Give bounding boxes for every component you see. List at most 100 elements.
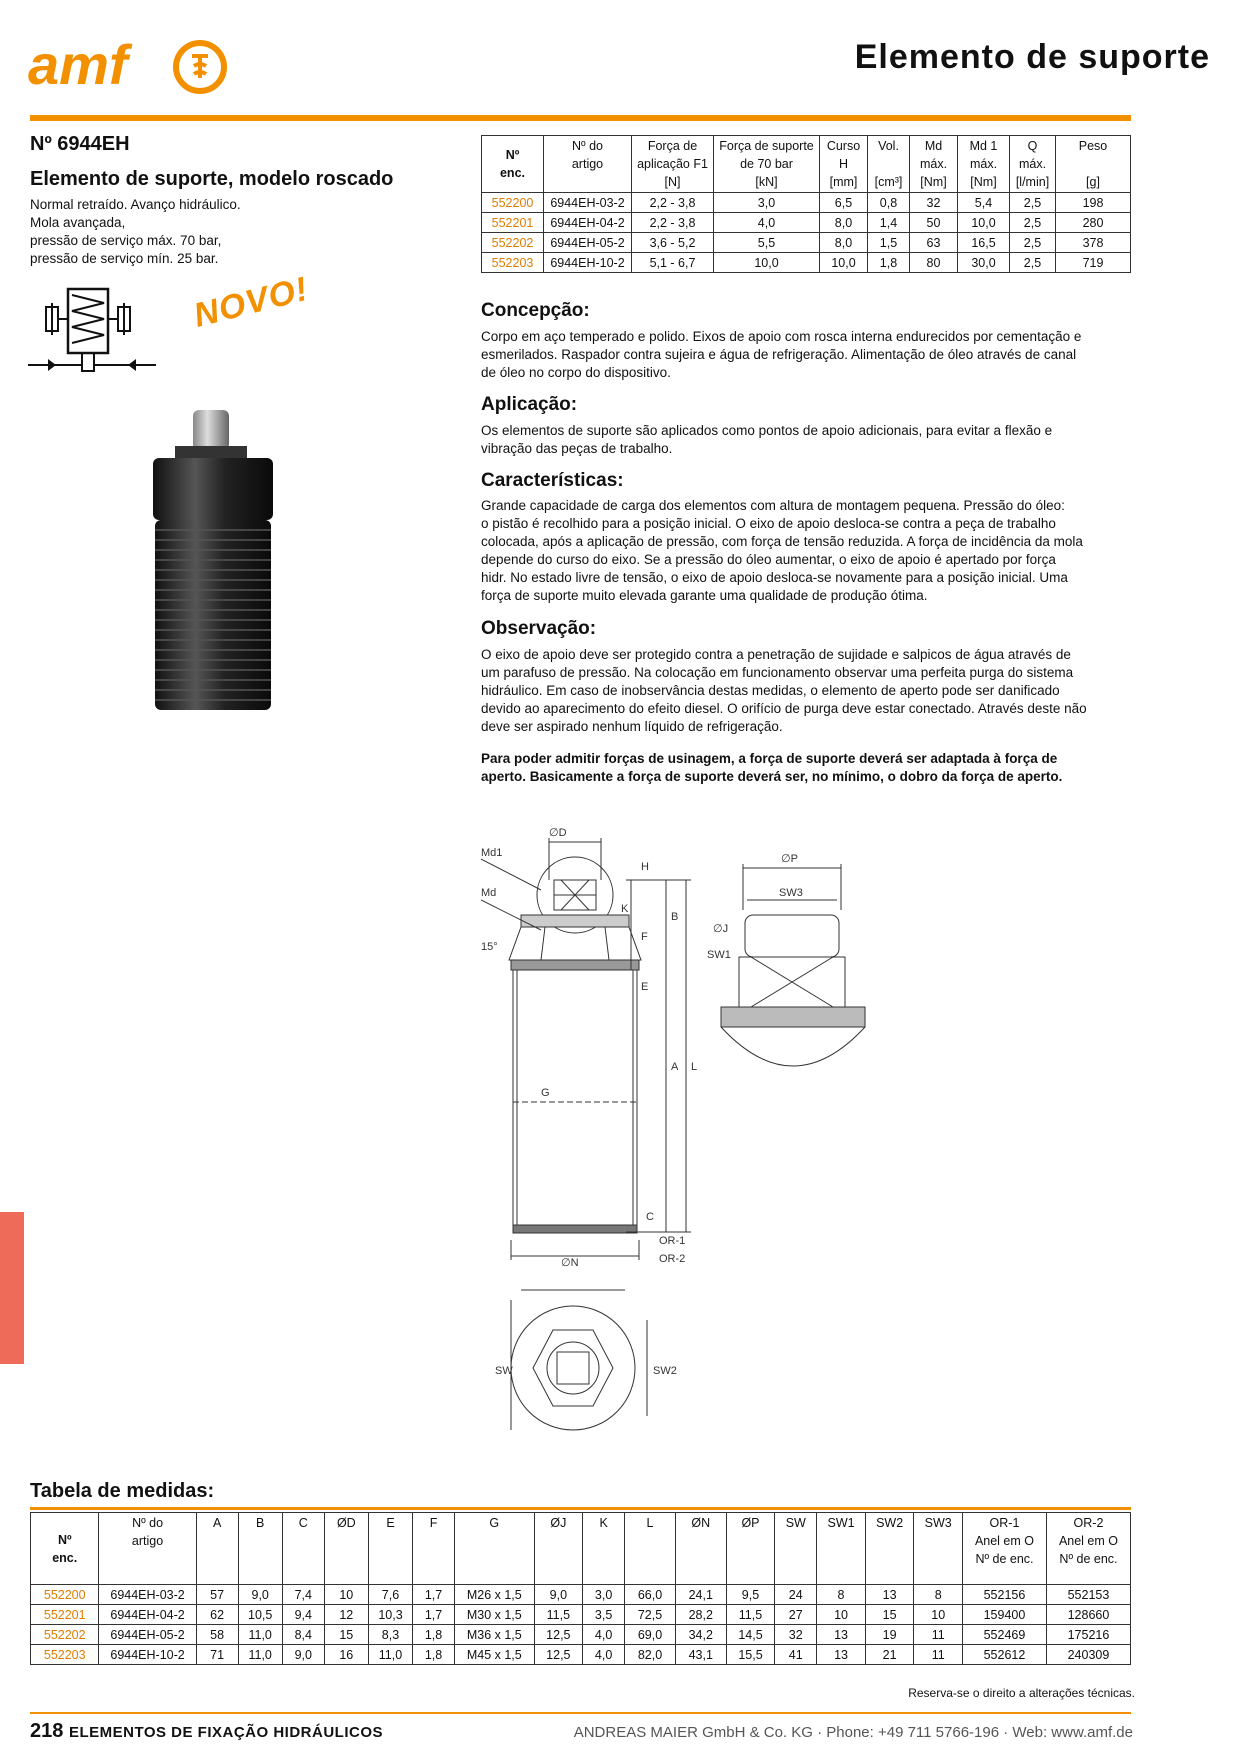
dim-header-cell: F	[412, 1512, 456, 1585]
dim-cell: 28,2	[674, 1604, 727, 1625]
text-line: deve ser aspirado nenhum líquido de refr…	[481, 719, 783, 734]
section-title-caracteristicas: Características:	[481, 470, 624, 491]
header-rule	[30, 115, 1131, 121]
desc-line: pressão de serviço mín. 25 bar.	[30, 251, 219, 266]
spec-cell: 280	[1055, 212, 1131, 233]
spec-cell: 2,2 - 3,8	[631, 192, 714, 213]
dim-cell: 1,7	[412, 1584, 456, 1605]
dim-cell: 15	[864, 1604, 915, 1625]
order-number-cell: 552200	[29, 1584, 100, 1605]
side-tab	[0, 1212, 24, 1364]
dim-cell: 1,8	[412, 1644, 456, 1665]
dim-cell: 57	[195, 1584, 239, 1605]
dim-cell: 10,3	[367, 1604, 414, 1625]
section-text-caracteristicas: Grande capacidade de carga dos elementos…	[481, 497, 1131, 605]
page-number: 218	[30, 1720, 64, 1742]
dim-cell: 62	[195, 1604, 239, 1625]
dim-cell: 1,7	[412, 1604, 456, 1625]
dim-cell: 32	[774, 1624, 818, 1645]
section-title-concepcao: Concepção:	[481, 300, 590, 321]
order-number-cell: 552203	[481, 252, 544, 273]
dim-cell: 34,2	[674, 1624, 727, 1645]
spec-cell: 1,4	[867, 212, 910, 233]
page-title: Elemento de suporte	[854, 38, 1210, 76]
dim-cell: 58	[195, 1624, 239, 1645]
section-title-observacao: Observação:	[481, 618, 597, 639]
dim-cell: 10	[323, 1584, 369, 1605]
dim-cell: 11,0	[237, 1644, 283, 1665]
text-line: aperto. Basicamente a força de suporte d…	[481, 769, 1063, 784]
spec-cell: 2,5	[1009, 232, 1056, 253]
dim-header-cell: ØD	[323, 1512, 369, 1585]
amf-logo: amf	[28, 36, 227, 96]
order-number-cell: 552202	[481, 232, 544, 253]
dim-cell: 4,0	[582, 1624, 626, 1645]
dim-cell: 552612	[962, 1644, 1047, 1665]
dim-cell: 69,0	[624, 1624, 676, 1645]
dim-cell: 7,4	[281, 1584, 325, 1605]
spec-cell: 10,0	[819, 252, 868, 273]
footer-rule	[30, 1712, 1131, 1714]
dim-cell: 14,5	[725, 1624, 776, 1645]
catalog-category: ELEMENTOS DE FIXAÇÃO HIDRÁULICOS	[68, 1724, 384, 1741]
dim-cell: 24	[774, 1584, 818, 1605]
spec-cell: 5,4	[957, 192, 1010, 213]
spec-cell: 50	[909, 212, 958, 233]
section-text-concepcao: Corpo em aço temperado e polido. Eixos d…	[481, 328, 1131, 382]
text-line: o pistão é recolhido para a posição inic…	[481, 516, 1056, 531]
spec-cell: 0,8	[867, 192, 910, 213]
dim-cell: 10	[913, 1604, 964, 1625]
order-number-cell: 552200	[481, 192, 544, 213]
section-text-aplicacao: Os elementos de suporte são aplicados co…	[481, 422, 1131, 458]
dim-cell: 240309	[1045, 1644, 1132, 1665]
section-title-aplicacao: Aplicação:	[481, 394, 578, 415]
text-line: O eixo de apoio deve ser protegido contr…	[481, 647, 1071, 662]
dim-table-rule	[30, 1507, 1131, 1510]
dim-cell: 6944EH-05-2	[98, 1624, 197, 1645]
dim-label: SW1	[707, 949, 731, 961]
dim-label: ∅N	[561, 1257, 579, 1269]
spec-cell: 2,5	[1009, 252, 1056, 273]
dim-cell: 19	[864, 1624, 915, 1645]
order-number-cell: 552201	[481, 212, 544, 233]
text-line: de óleo no corpo do dispositivo.	[481, 365, 671, 380]
spec-cell: 8,0	[819, 232, 868, 253]
spec-cell: 6944EH-03-2	[543, 192, 632, 213]
spec-cell: 32	[909, 192, 958, 213]
section-text-observacao: O eixo de apoio deve ser protegido contr…	[481, 646, 1131, 736]
text-line: depende do curso do eixo. Se a pressão d…	[481, 552, 1056, 567]
dim-header-cell: SW2	[864, 1512, 915, 1585]
spec-cell: 719	[1055, 252, 1131, 273]
dim-cell: 11	[913, 1624, 964, 1645]
dim-cell: 66,0	[624, 1584, 676, 1605]
text-line: colocada, após a aplicação de pressão, c…	[481, 534, 1083, 549]
dim-header-cell: SW1	[816, 1512, 866, 1585]
dim-label: K	[621, 903, 629, 915]
dim-header-cell: G	[454, 1512, 535, 1585]
dim-label: SW3	[779, 887, 803, 899]
spec-cell: 8,0	[819, 212, 868, 233]
dim-cell: 71	[195, 1644, 239, 1665]
dim-cell: 11,5	[725, 1604, 776, 1625]
text-line: devido ao aparecimento do efeito diesel.…	[481, 701, 1087, 716]
footer-left: 218 ELEMENTOS DE FIXAÇÃO HIDRÁULICOS	[30, 1720, 383, 1743]
desc-line: Normal retraído. Avanço hidráulico.	[30, 197, 241, 212]
dim-cell: 82,0	[624, 1644, 676, 1665]
text-line: um parafuso de pressão. Na colocação em …	[481, 665, 1074, 680]
dim-cell: 8,4	[281, 1624, 325, 1645]
text-line: força de suporte muito elevada garante u…	[481, 588, 928, 603]
spec-cell: 5,1 - 6,7	[631, 252, 714, 273]
text-line: hidr. No estado livre de tensão, o eixo …	[481, 570, 1068, 585]
dim-label: 15°	[481, 941, 498, 953]
dim-cell: 24,1	[674, 1584, 727, 1605]
dim-label: L	[691, 1061, 697, 1073]
dim-cell: 13	[816, 1644, 866, 1665]
